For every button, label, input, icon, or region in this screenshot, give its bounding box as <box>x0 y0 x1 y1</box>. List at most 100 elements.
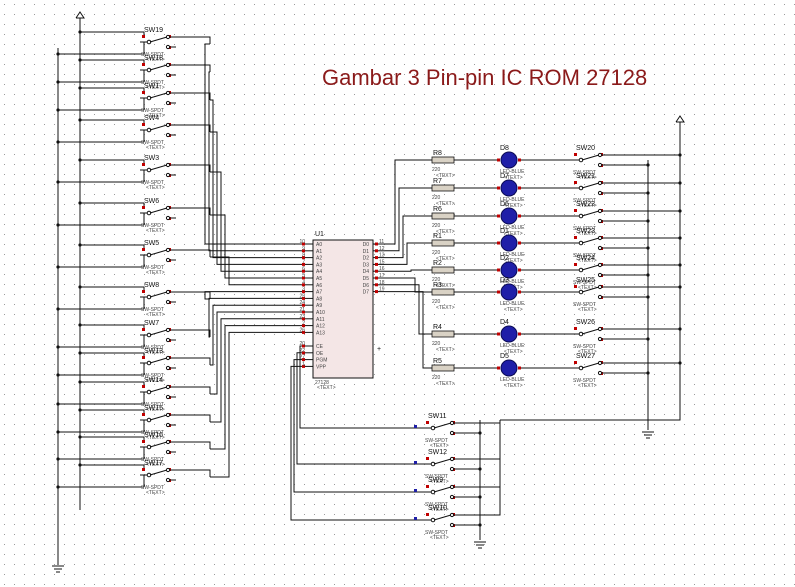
led-ref-label: D2 <box>500 255 509 262</box>
switch-ref-label: SW13 <box>144 348 163 355</box>
ic-pin-number: 16 <box>379 266 385 272</box>
switch-text-label: <TEXT> <box>146 462 165 468</box>
junction-dot <box>78 380 82 384</box>
switch-ref-label: SW15 <box>144 405 163 412</box>
switch-contact <box>165 247 171 253</box>
junction-dot <box>78 86 82 90</box>
pin-marker <box>518 214 521 218</box>
pin-marker <box>302 242 305 246</box>
switch-text-label: <TEXT> <box>430 507 449 513</box>
ic-pin-name: A6 <box>316 283 322 289</box>
address-wire <box>210 325 301 450</box>
ic-pin-number: 19 <box>379 287 385 293</box>
switch-ref-label: SW19 <box>144 27 163 34</box>
ic-pin-number: 9 <box>302 246 305 252</box>
vcc-tap <box>460 420 501 516</box>
switch-contact <box>165 299 171 305</box>
switch-ref-label: SW16 <box>144 432 163 439</box>
switch-ref-label: SW20 <box>576 145 595 152</box>
ic-pin-name: VPP <box>316 364 327 370</box>
ic-pin-name: D6 <box>363 283 370 289</box>
led-body <box>500 151 518 169</box>
led-body <box>500 325 518 343</box>
switch-contact <box>165 477 171 483</box>
resistor-value-label: 220 <box>432 299 441 305</box>
resistor-text-label: <TEXT> <box>436 256 455 262</box>
switch-part-label: SW-SPDT <box>573 170 596 176</box>
pin-marker <box>375 242 378 246</box>
switch-contact <box>597 208 603 214</box>
switch-lever <box>581 154 600 161</box>
switch-text-label: <TEXT> <box>578 203 597 209</box>
switch-contact <box>597 294 603 300</box>
switch-part-label: SW-SPDT <box>573 344 596 350</box>
junction-dot <box>478 431 482 435</box>
junction-dot <box>56 373 60 377</box>
vcc-link <box>500 340 681 421</box>
switch-text-label: <TEXT> <box>146 185 165 191</box>
switch-output-wire <box>176 124 211 132</box>
data-wire <box>385 242 432 265</box>
pin-marker <box>414 517 417 520</box>
switch-contact <box>165 289 171 295</box>
switch-ref-label: SW17 <box>144 460 163 467</box>
control-wire <box>290 365 424 521</box>
junction-dot <box>78 118 82 122</box>
switch-lever <box>581 182 600 189</box>
led-text-label: <TEXT> <box>504 258 523 264</box>
led-part-label: LED-BLUE <box>500 197 525 203</box>
switch-contact <box>165 412 171 418</box>
switch-contact <box>165 394 171 400</box>
resistor-text-label: <TEXT> <box>436 229 455 235</box>
bottom-switch-bank: SW11SW-SPDT<TEXT>SW12SW-SPDT<TEXT>SW9SW-… <box>414 413 460 541</box>
junction-dot <box>646 246 650 250</box>
switch-text-label: <TEXT> <box>430 479 449 485</box>
pin-marker <box>414 489 417 492</box>
ic-body[interactable] <box>312 239 374 379</box>
switch-output-wire <box>176 329 211 337</box>
junction-dot <box>678 263 682 267</box>
